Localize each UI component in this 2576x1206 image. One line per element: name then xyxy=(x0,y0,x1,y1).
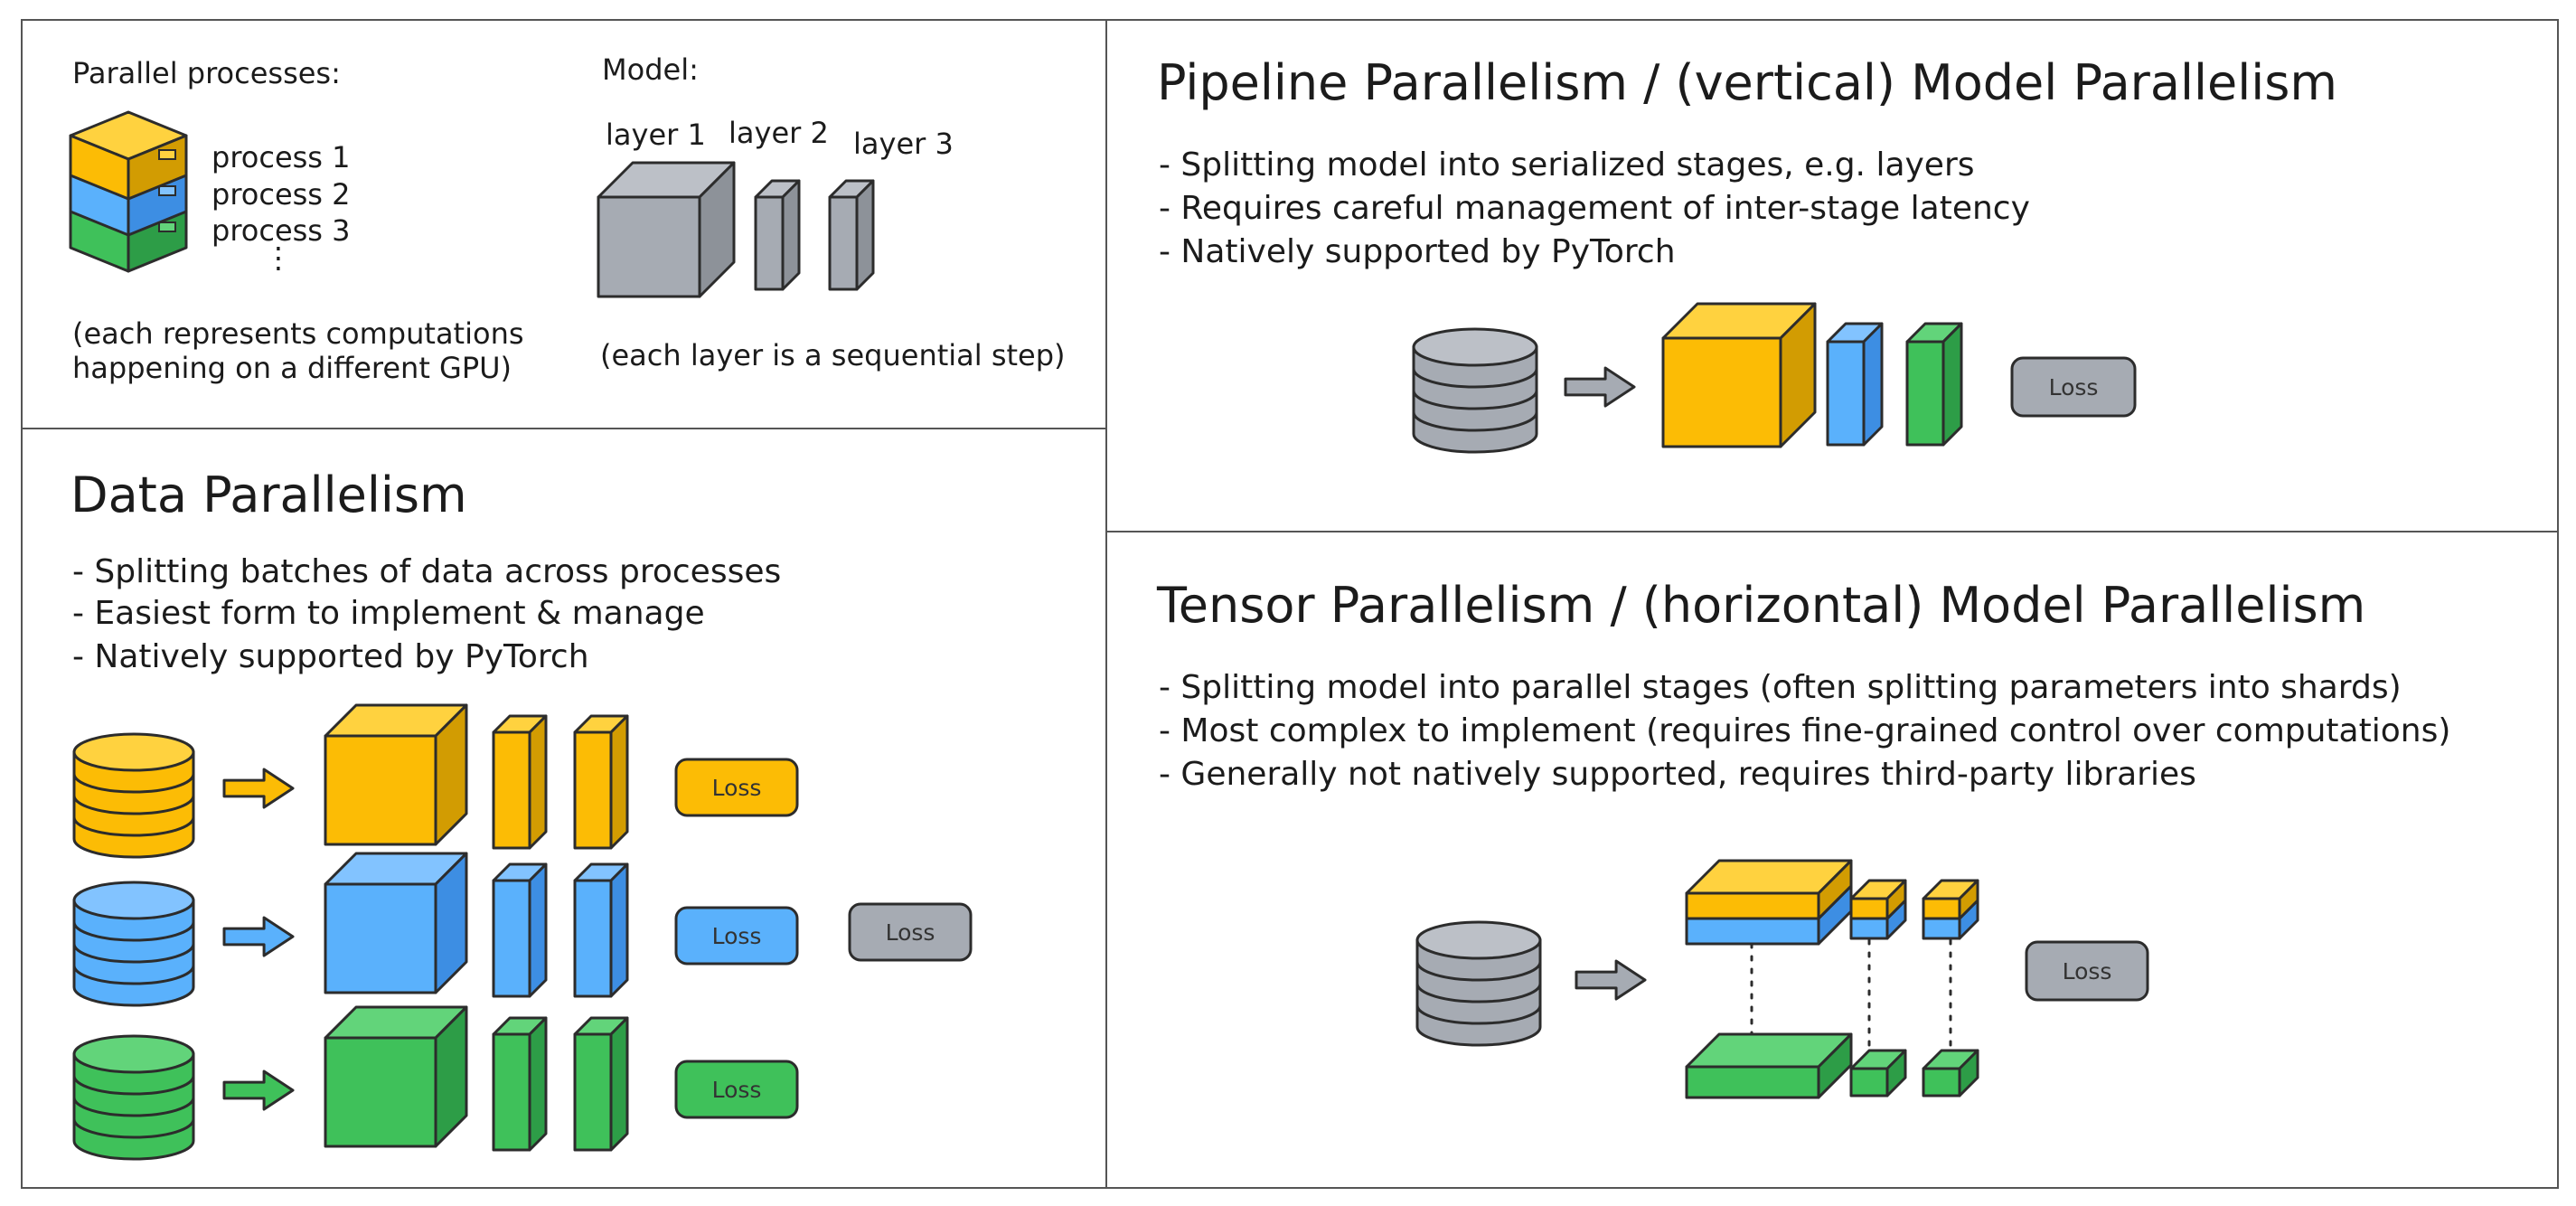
dp-green-layer-2 xyxy=(492,1016,548,1152)
dp-blue-layer-2 xyxy=(492,862,548,998)
pp-loss-label: Loss xyxy=(2049,374,2099,400)
dp-blue-layer-3 xyxy=(573,862,629,998)
processes-title: Parallel processes: xyxy=(72,56,341,90)
tp-layer-2-shard-green xyxy=(1849,1049,1907,1098)
pp-loss: Loss xyxy=(2010,356,2137,418)
pipeline-parallelism-bullet-2: - Requires careful management of inter-s… xyxy=(1159,190,2030,227)
pp-database-icon xyxy=(1412,327,1538,454)
data-parallelism-row-green: Loss xyxy=(72,1005,799,1161)
tensor-parallelism-panel: Tensor Parallelism / (horizontal) Model … xyxy=(1156,577,2450,1099)
dp-yellow-loss-label: Loss xyxy=(712,775,762,801)
dp-yellow-layer-2 xyxy=(492,714,548,850)
pipeline-parallelism-bullet-3: - Natively supported by PyTorch xyxy=(1159,233,1676,270)
process-2-label: process 2 xyxy=(212,177,351,212)
tp-loss-box xyxy=(2025,940,2149,1002)
dp-green-layer-1 xyxy=(324,1005,468,1148)
processes-note-line-1: (each represents computations xyxy=(72,316,524,351)
pipeline-parallelism-panel: Pipeline Parallelism / (vertical) Model … xyxy=(1157,54,2337,454)
dp-green-loss: Loss xyxy=(674,1060,799,1119)
layer-3-label: layer 3 xyxy=(853,127,954,161)
dp-yellow-arrow-icon xyxy=(222,768,295,809)
dp-blue-loss-box xyxy=(674,906,799,966)
data-parallelism-bullet-3: - Natively supported by PyTorch xyxy=(72,638,589,675)
tp-layer-1-shard-green xyxy=(1685,1032,1853,1099)
legend-panel: Parallel processes: process 1 process 2 … xyxy=(69,52,1066,385)
dp-blue-database-icon xyxy=(72,881,195,1007)
tensor-parallelism-bullet-3: - Generally not natively supported, requ… xyxy=(1159,756,2196,793)
dp-blue-loss-label: Loss xyxy=(712,923,762,949)
dp-merged-loss: Loss xyxy=(848,902,973,962)
dp-yellow-layer-3 xyxy=(573,714,629,850)
tensor-parallelism-bullet-2: - Most complex to implement (requires fi… xyxy=(1159,712,2450,749)
pipeline-parallelism-title: Pipeline Parallelism / (vertical) Model … xyxy=(1157,54,2337,111)
data-parallelism-title: Data Parallelism xyxy=(71,466,467,523)
pp-layer-3 xyxy=(1905,322,1963,447)
legend-layer-2-cube xyxy=(754,179,801,291)
pipeline-parallelism-diagram: Loss xyxy=(1412,302,2137,454)
dp-green-layer-3 xyxy=(573,1016,629,1152)
dp-green-loss-label: Loss xyxy=(712,1077,762,1103)
tp-layer-3-shard-a xyxy=(1922,879,1979,920)
layer-2-label: layer 2 xyxy=(729,116,829,150)
tp-loss: Loss xyxy=(2025,940,2149,1002)
processes-note-line-2: happening on a different GPU) xyxy=(72,351,512,385)
dp-green-arrow-icon xyxy=(222,1069,295,1111)
dp-yellow-database-icon xyxy=(72,732,195,859)
process-3-label: process 3 xyxy=(212,213,351,248)
model-title: Model: xyxy=(602,52,699,87)
tp-layer-3-shard-green xyxy=(1922,1049,1979,1098)
tp-layer-1-shard-a xyxy=(1685,859,1853,920)
tensor-parallelism-diagram: Loss xyxy=(1415,859,2149,1099)
process-stack-icon xyxy=(69,110,188,273)
dp-green-loss-box xyxy=(674,1060,799,1119)
tp-layer-2-shard-a xyxy=(1849,879,1907,920)
pp-layer-1 xyxy=(1661,302,1817,448)
process-1-icon xyxy=(69,110,188,201)
outer-frame xyxy=(21,19,2559,1189)
dp-merged-loss-box xyxy=(848,902,973,962)
pp-loss-box xyxy=(2010,356,2137,418)
data-parallelism-row-blue: Loss xyxy=(72,852,799,1007)
model-note: (each layer is a sequential step) xyxy=(600,338,1066,372)
dp-merged-loss-label: Loss xyxy=(886,919,935,946)
tensor-parallelism-title: Tensor Parallelism / (horizontal) Model … xyxy=(1156,577,2365,634)
legend-model-layers xyxy=(597,161,875,298)
dp-yellow-loss: Loss xyxy=(674,758,799,817)
layer-1-label: layer 1 xyxy=(606,118,706,152)
dp-yellow-layer-1 xyxy=(324,703,468,846)
pipeline-parallelism-bullet-1: - Splitting model into serialized stages… xyxy=(1159,146,1975,184)
tp-database-icon xyxy=(1415,920,1542,1047)
tensor-parallelism-bullet-1: - Splitting model into parallel stages (… xyxy=(1159,669,2402,706)
data-parallelism-bullet-1: - Splitting batches of data across proce… xyxy=(72,553,781,590)
panel-borders xyxy=(21,19,2559,1189)
data-parallelism-bullet-2: - Easiest form to implement & manage xyxy=(72,595,705,632)
dp-blue-arrow-icon xyxy=(222,916,295,957)
data-parallelism-row-yellow: Loss xyxy=(72,703,799,859)
process-ellipsis: ⋮ xyxy=(264,240,293,275)
legend-layer-3-cube xyxy=(828,179,875,291)
dp-green-database-icon xyxy=(72,1034,195,1161)
tp-arrow-icon xyxy=(1575,959,1647,1001)
dp-yellow-loss-box xyxy=(674,758,799,817)
dp-blue-loss: Loss xyxy=(674,906,799,966)
tp-loss-label: Loss xyxy=(2063,958,2112,985)
pp-layer-2 xyxy=(1826,322,1884,447)
dp-blue-layer-1 xyxy=(324,852,468,994)
pp-arrow-icon xyxy=(1564,366,1636,408)
process-1-label: process 1 xyxy=(212,140,351,174)
legend-layer-1-cube xyxy=(597,161,736,298)
data-parallelism-panel: Data Parallelism - Splitting batches of … xyxy=(71,466,973,1161)
